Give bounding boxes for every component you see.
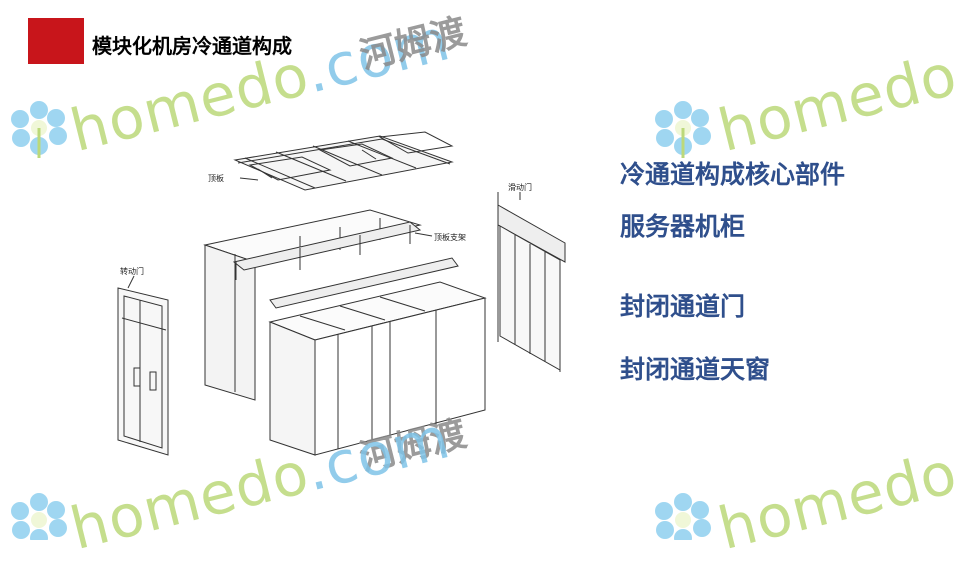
title-accent-square	[28, 18, 84, 64]
label-top-panel: 顶板	[208, 173, 224, 183]
label-top-panel-support: 顶板支架	[434, 232, 466, 242]
top-panel-support-drawing	[232, 221, 459, 309]
slide-title: 模块化机房冷通道构成	[92, 34, 292, 58]
front-cabinet-drawing	[268, 281, 487, 456]
sliding-door-drawing	[497, 192, 566, 372]
component-item-aisle-door: 封闭通道门	[620, 292, 746, 321]
top-panel-drawing	[233, 131, 454, 191]
component-item-server-cabinet: 服务器机柜	[620, 212, 746, 241]
swing-door-drawing	[117, 287, 169, 456]
label-swing-door: 转动门	[120, 266, 144, 276]
component-item-core: 冷通道构成核心部件	[620, 160, 846, 189]
component-item-aisle-skylight: 封闭通道天窗	[620, 355, 771, 384]
component-list: 冷通道构成核心部件 服务器机柜 封闭通道门 封闭通道天窗	[620, 0, 950, 540]
cold-aisle-diagram: 顶板 顶板支架 滑动门 转动门	[117, 131, 566, 456]
label-sliding-door: 滑动门	[508, 182, 532, 192]
rear-cabinet-drawing	[203, 209, 422, 401]
